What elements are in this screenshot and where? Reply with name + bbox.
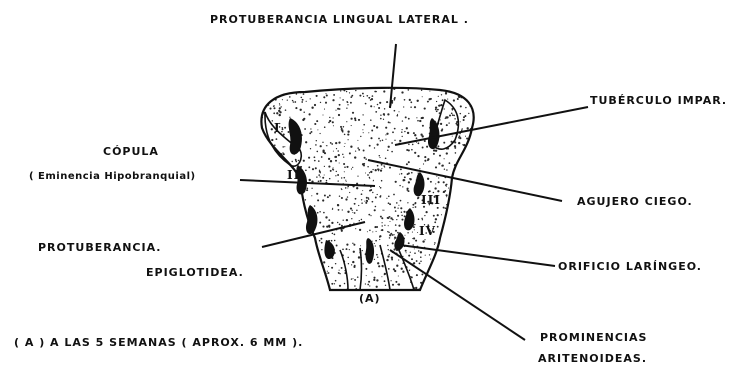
- laryngeal-stalk: [340, 245, 414, 290]
- figure-tag: (A): [359, 292, 381, 305]
- arch-numeral-three: III: [421, 193, 441, 207]
- label-protuberancia: PROTUBERANCIA.: [38, 241, 161, 254]
- label-tuberculo-impar: TUBÉRCULO IMPAR.: [590, 94, 727, 107]
- label-agujero-ciego: AGUJERO CIEGO.: [577, 195, 693, 208]
- figure-caption: ( A ) A LAS 5 SEMANAS ( APROX. 6 MM ).: [14, 336, 303, 349]
- label-orificio-laringeo: ORIFICIO LARÍNGEO.: [558, 260, 702, 273]
- label-protuberancia-lingual-lateral: PROTUBERANCIA LINGUAL LATERAL .: [210, 13, 469, 26]
- label-copula: CÓPULA: [103, 145, 159, 158]
- arch-numeral-one: I: [274, 121, 281, 135]
- label-prominencias: PROMINENCIAS: [540, 331, 647, 344]
- label-aritenoideas: ARITENOIDEAS.: [538, 352, 647, 365]
- label-eminencia-hipobranquial: ( Eminencia Hipobranquial): [29, 171, 196, 182]
- arch-numeral-four: IV: [419, 224, 436, 238]
- label-epiglotidea: EPIGLOTIDEA.: [146, 266, 244, 279]
- arch-numeral-two: II: [287, 168, 300, 182]
